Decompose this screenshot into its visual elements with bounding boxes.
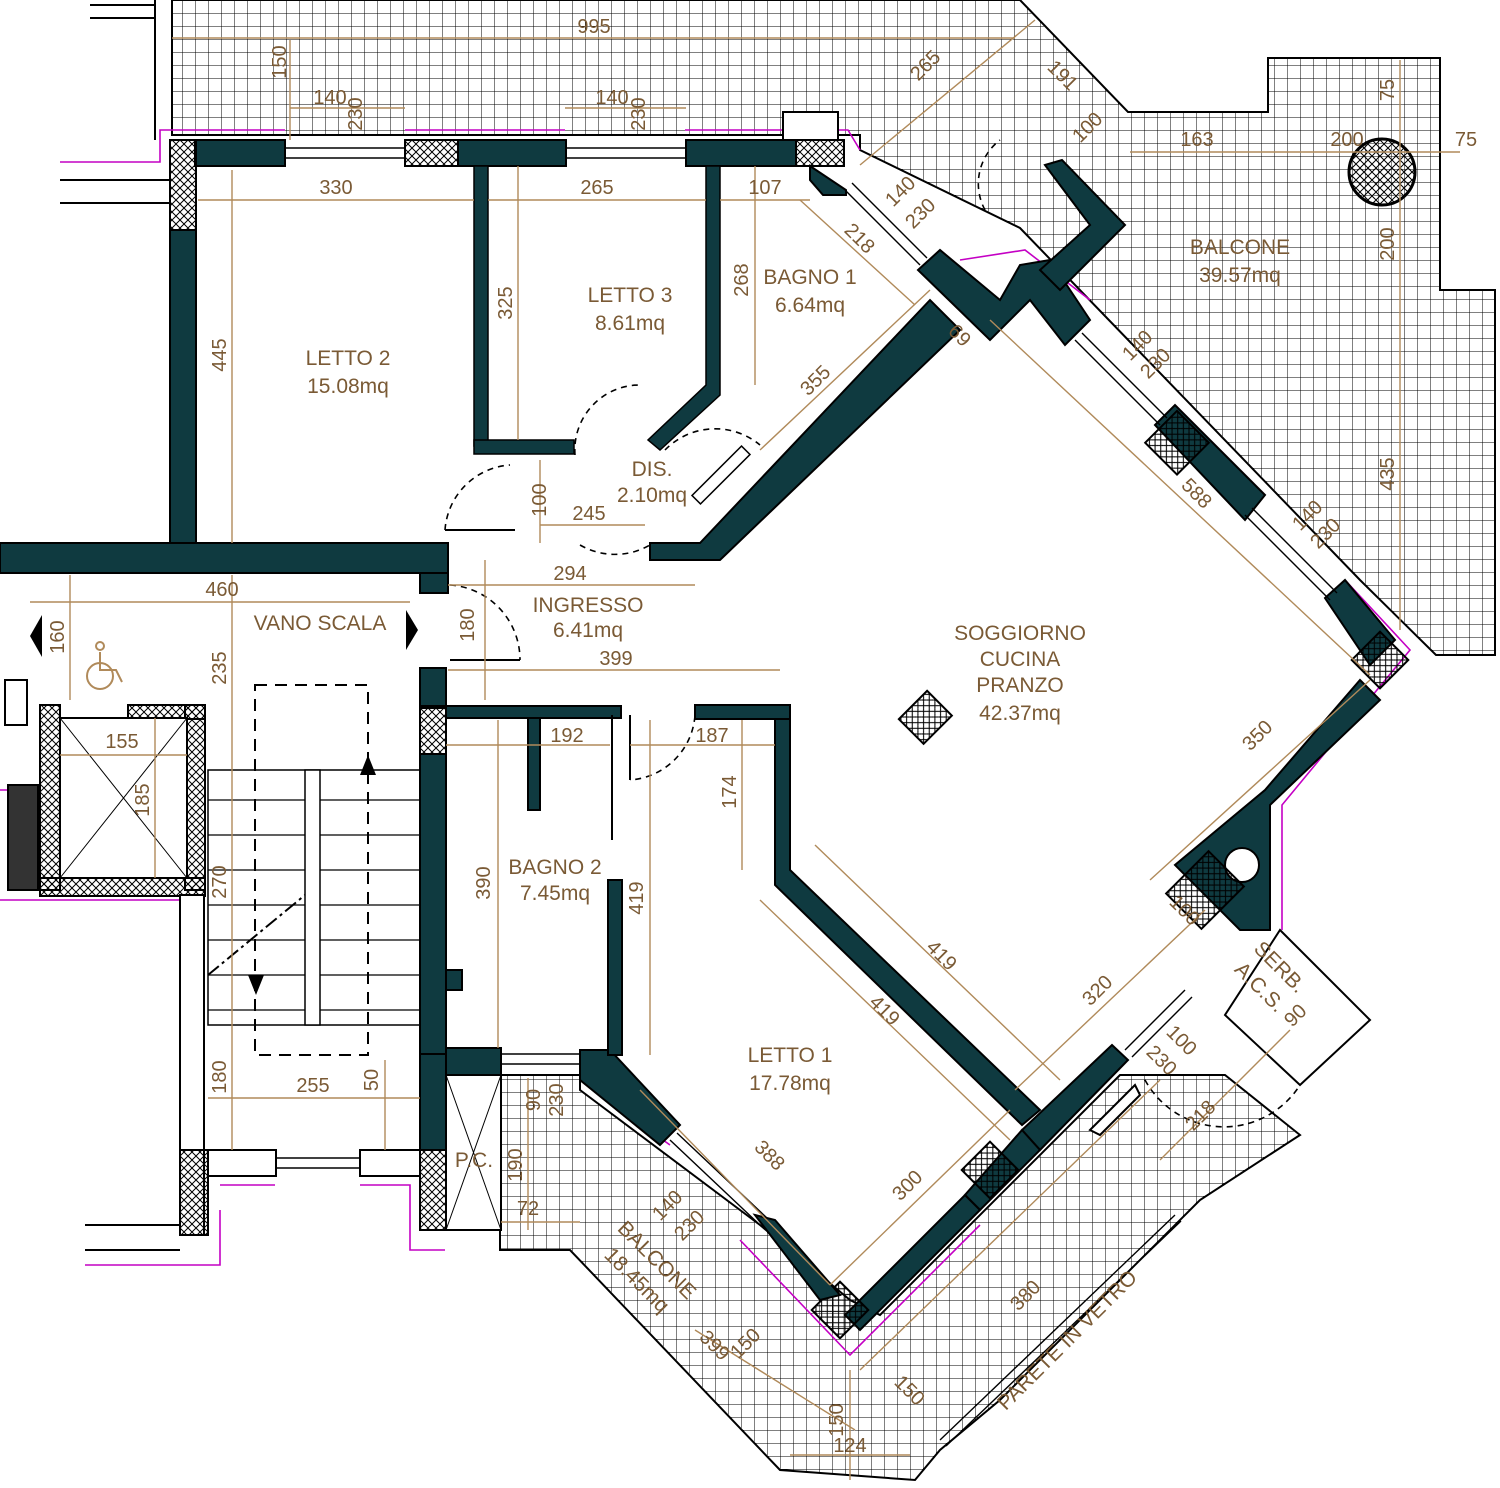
dim-label: 140 <box>313 87 346 109</box>
walls <box>0 0 1410 1340</box>
room-soggiorno-area: 42.37mq <box>979 702 1061 725</box>
dim-label: 200 <box>1330 129 1363 151</box>
room-letto3-area: 8.61mq <box>595 312 665 335</box>
room-ingresso-name: INGRESSO <box>533 594 644 617</box>
room-balcone-top-area: 39.57mq <box>1199 264 1281 287</box>
column-round-icon <box>1347 137 1417 207</box>
dim-label: 268 <box>731 263 753 296</box>
dim-label: 174 <box>719 775 741 808</box>
room-letto1-area: 17.78mq <box>749 1072 831 1095</box>
dim-label: 190 <box>505 1148 527 1181</box>
dim-label: 419 <box>922 936 961 975</box>
dim-label: 155 <box>105 731 138 753</box>
dim-label: 163 <box>1180 129 1213 151</box>
room-dis-area: 2.10mq <box>617 484 687 507</box>
dim-label: 460 <box>205 579 238 601</box>
dim-label: 75 <box>1455 129 1477 151</box>
dim-label: 180 <box>457 608 479 641</box>
dim-label: 185 <box>132 783 154 816</box>
arrow-left-icon <box>30 615 42 657</box>
room-balcone-top-name: BALCONE <box>1190 236 1290 259</box>
dim-label: 390 <box>473 866 495 899</box>
dim-label: 107 <box>748 177 781 199</box>
balcony-top <box>171 0 1496 656</box>
dim-label: 270 <box>209 865 231 898</box>
dim-label: 300 <box>888 1166 927 1205</box>
dim-label: 350 <box>1238 716 1277 755</box>
dim-label: 75 <box>1377 79 1399 101</box>
room-bagno1-name: BAGNO 1 <box>763 266 856 289</box>
dim-label: 435 <box>1377 457 1399 490</box>
dim-label: 265 <box>580 177 613 199</box>
room-pranzo-name: PRANZO <box>976 674 1064 697</box>
room-bagno2-name: BAGNO 2 <box>508 856 601 879</box>
dim-label: 255 <box>296 1075 329 1097</box>
dim-label: 160 <box>47 620 69 653</box>
doors <box>444 139 1301 1128</box>
dimension-lines <box>30 19 1460 1480</box>
room-cucina-name: CUCINA <box>980 648 1061 671</box>
room-letto2-name: LETTO 2 <box>306 347 391 370</box>
room-vano-scala-name: VANO SCALA <box>254 612 387 635</box>
dim-label: 180 <box>209 1060 231 1093</box>
dim-label: 150 <box>269 45 291 78</box>
dim-label: 245 <box>572 503 605 525</box>
dim-label: 124 <box>833 1435 866 1457</box>
dim-label: 355 <box>796 361 835 400</box>
arrow-right-icon <box>406 610 418 650</box>
balcony-bottom <box>499 1074 1302 1482</box>
dim-label: 445 <box>209 338 231 371</box>
room-pc-name: P.C. <box>455 1149 493 1172</box>
dim-label: 90 <box>523 1089 545 1111</box>
room-bagno2-area: 7.45mq <box>520 882 590 905</box>
dim-label: 100 <box>529 483 551 516</box>
wheelchair-icon <box>86 641 123 690</box>
dim-label: 140 <box>595 87 628 109</box>
dim-label: 230 <box>546 1083 568 1116</box>
room-dis-name: DIS. <box>632 458 673 481</box>
dim-label: 150 <box>826 1403 848 1436</box>
dim-label: 230 <box>345 97 367 130</box>
dim-label: 218 <box>840 219 879 258</box>
arrow-up-icon <box>360 755 376 775</box>
room-letto1-name: LETTO 1 <box>748 1044 833 1067</box>
dim-label: 399 <box>599 648 632 670</box>
dim-label: 50 <box>361 1069 383 1091</box>
dim-label: 187 <box>695 725 728 747</box>
dim-label: 294 <box>553 563 586 585</box>
dim-label: 235 <box>209 651 231 684</box>
room-letto2-area: 15.08mq <box>307 375 389 398</box>
room-letto3-name: LETTO 3 <box>588 284 673 307</box>
arrow-down-icon <box>248 975 264 995</box>
dim-label: 200 <box>1377 227 1399 260</box>
room-soggiorno-name: SOGGIORNO <box>954 622 1086 645</box>
dim-label: 320 <box>1078 971 1117 1010</box>
room-ingresso-area: 6.41mq <box>553 619 623 642</box>
dim-label: 230 <box>628 97 650 130</box>
stairs <box>30 610 421 1056</box>
dim-label: 72 <box>517 1198 539 1220</box>
room-bagno1-area: 6.64mq <box>775 294 845 317</box>
dim-label: 325 <box>495 286 517 319</box>
windows <box>207 147 1338 1447</box>
dim-label: 192 <box>550 725 583 747</box>
dim-label: 995 <box>577 16 610 38</box>
dim-label: 330 <box>319 177 352 199</box>
dim-label: 388 <box>750 1136 789 1175</box>
dim-label: 419 <box>626 881 648 914</box>
